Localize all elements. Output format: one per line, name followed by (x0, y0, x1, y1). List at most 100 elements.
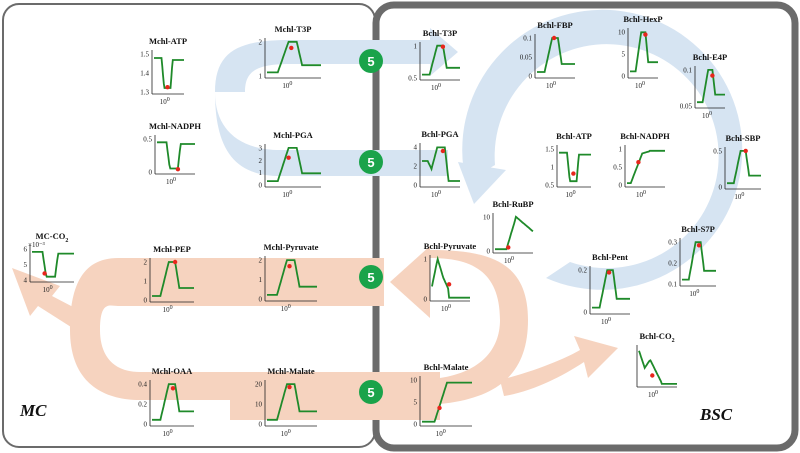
curve-line (431, 255, 470, 299)
marker-point (571, 171, 576, 176)
pga-t3p-arc (215, 92, 280, 176)
x-tick-label: 100 (282, 190, 292, 199)
y-tick-label: 0.05 (680, 103, 693, 111)
x-tick-label: 100 (281, 429, 291, 438)
curve-line (627, 149, 665, 184)
x-tick-label: 100 (281, 304, 291, 313)
badge-malate: 5 (359, 380, 383, 404)
badge-pga: 5 (359, 150, 383, 174)
marker-point (172, 259, 178, 265)
x-tick-label: 100 (702, 111, 712, 120)
curve-line (267, 259, 317, 296)
y-tick-label: 1 (414, 43, 418, 51)
x-tick-label: 100 (160, 97, 170, 106)
plot-title: Bchl-SBP (726, 133, 761, 143)
curve-line (559, 151, 591, 183)
transport-badges: 5 5 5 5 (359, 49, 383, 404)
curve-line (422, 146, 460, 182)
y-tick-label: 0 (144, 421, 148, 429)
plot-title: Bchl-E4P (693, 52, 727, 62)
y-tick-label: 2 (144, 259, 148, 267)
marker-point (606, 270, 612, 275)
y-tick-label: 0 (414, 421, 418, 429)
marker-point (42, 271, 47, 276)
y-tick-label: 1 (144, 278, 148, 286)
curve-line (682, 241, 716, 281)
x-tick-label: 100 (441, 304, 451, 313)
x-tick-label: 100 (436, 429, 446, 438)
x-tick-label: 100 (163, 305, 173, 314)
y-tick-label: 1 (619, 146, 623, 154)
x-tick-label: 100 (689, 289, 699, 298)
y-tick-label: 0.1 (668, 281, 677, 289)
plot-title: Mchl-Pyruvate (264, 242, 319, 252)
plot-title: Bchl-ATP (556, 131, 592, 141)
plot-title: Mchl-PGA (273, 130, 314, 140)
malate-to-bsc-flow (390, 372, 440, 420)
y-tick-label: 1.5 (140, 51, 149, 59)
y-tick-label: 10 (618, 29, 626, 37)
y-tick-label: 0 (487, 248, 491, 256)
y-tick-label: 10 (483, 214, 491, 222)
plot-title: MC-CO2 (36, 231, 69, 244)
y-tick-label: 0 (424, 296, 428, 304)
curve-line (154, 57, 184, 89)
y-tick-label: 2 (259, 257, 263, 265)
y-tick-label: 1 (424, 256, 428, 264)
marker-point (551, 35, 557, 41)
y-tick-label: 5 (622, 51, 626, 59)
plot-title: Bchl-Pyruvate (424, 241, 477, 251)
x-tick-label: 100 (166, 177, 176, 186)
plot-title: Bchl-CO2 (639, 331, 674, 344)
y-tick-label: 0 (619, 182, 623, 190)
marker-point (287, 384, 292, 390)
badge-malate-label: 5 (367, 385, 374, 400)
y-tick-label: 6 (24, 246, 28, 254)
curve-line (422, 381, 472, 423)
x-tick-label: 100 (636, 190, 646, 199)
badge-t3p: 5 (359, 49, 383, 73)
y-tick-label: 0.5 (613, 164, 622, 172)
curve-line (157, 141, 195, 170)
y-tick-label: 1.3 (140, 89, 149, 97)
plot-title: Mchl-PEP (153, 244, 191, 254)
mini-plots: Mchl-ATP1.51.41.3100Mchl-NADPH0.50100Mch… (24, 14, 761, 438)
plot-title: Bchl-T3P (423, 28, 457, 38)
x-tick-label: 100 (734, 192, 744, 201)
y-tick-label: 2 (414, 163, 418, 171)
y-tick-label: 0.2 (138, 401, 147, 409)
badge-t3p-label: 5 (367, 54, 374, 69)
bsc-region-label: BSC (699, 405, 733, 424)
y-tick-label: 10 (410, 377, 418, 385)
marker-point (286, 155, 291, 160)
t3p-flow (215, 28, 458, 92)
bsc-compartment (372, 1, 799, 452)
x-tick-label: 100 (601, 317, 611, 326)
y-tick-label: 1.5 (545, 146, 554, 154)
curve-line (32, 251, 74, 278)
y-tick-label: 0.5 (713, 148, 722, 156)
marker-point (287, 264, 292, 269)
y-tick-label: 0.3 (668, 239, 677, 247)
y-tick-label: 0.05 (520, 54, 533, 62)
marker-point (696, 243, 702, 248)
y-tick-label: 0 (584, 309, 588, 317)
bsc-pyruvate-loop (430, 250, 528, 404)
plot-title: Bchl-Pent (592, 252, 628, 262)
plot-bchl-pyruvate: Bchl-Pyruvate 1 0 100 (424, 241, 477, 313)
pyruvate-arrowhead (390, 246, 430, 318)
y-tick-label: 0 (414, 182, 418, 190)
x-tick-label: 100 (504, 256, 514, 265)
